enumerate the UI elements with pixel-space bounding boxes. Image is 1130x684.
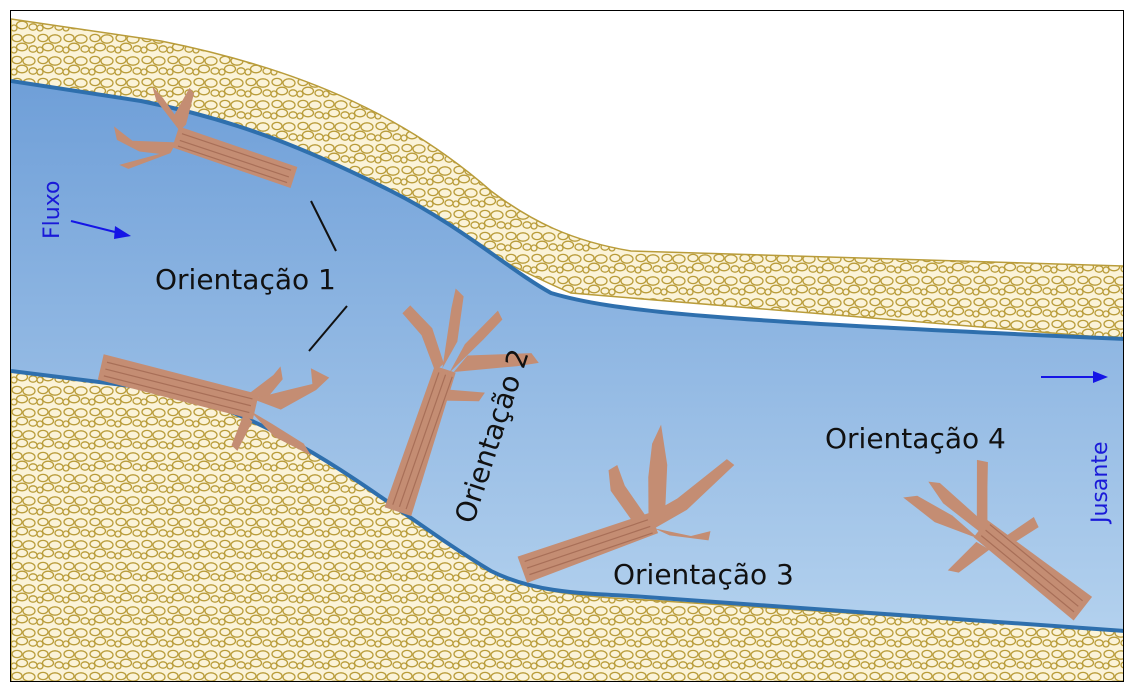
diagram-frame: Fluxo Jusante Orientação 1 Orientação 2 …: [10, 10, 1124, 682]
river-diagram: Fluxo Jusante Orientação 1 Orientação 2 …: [11, 11, 1124, 682]
flow-label: Fluxo: [40, 180, 65, 239]
orientation-3-label: Orientação 3: [613, 558, 794, 591]
downstream-label: Jusante: [1088, 442, 1113, 525]
orientation-1-label: Orientação 1: [155, 263, 336, 296]
orientation-4-label: Orientação 4: [825, 422, 1006, 455]
